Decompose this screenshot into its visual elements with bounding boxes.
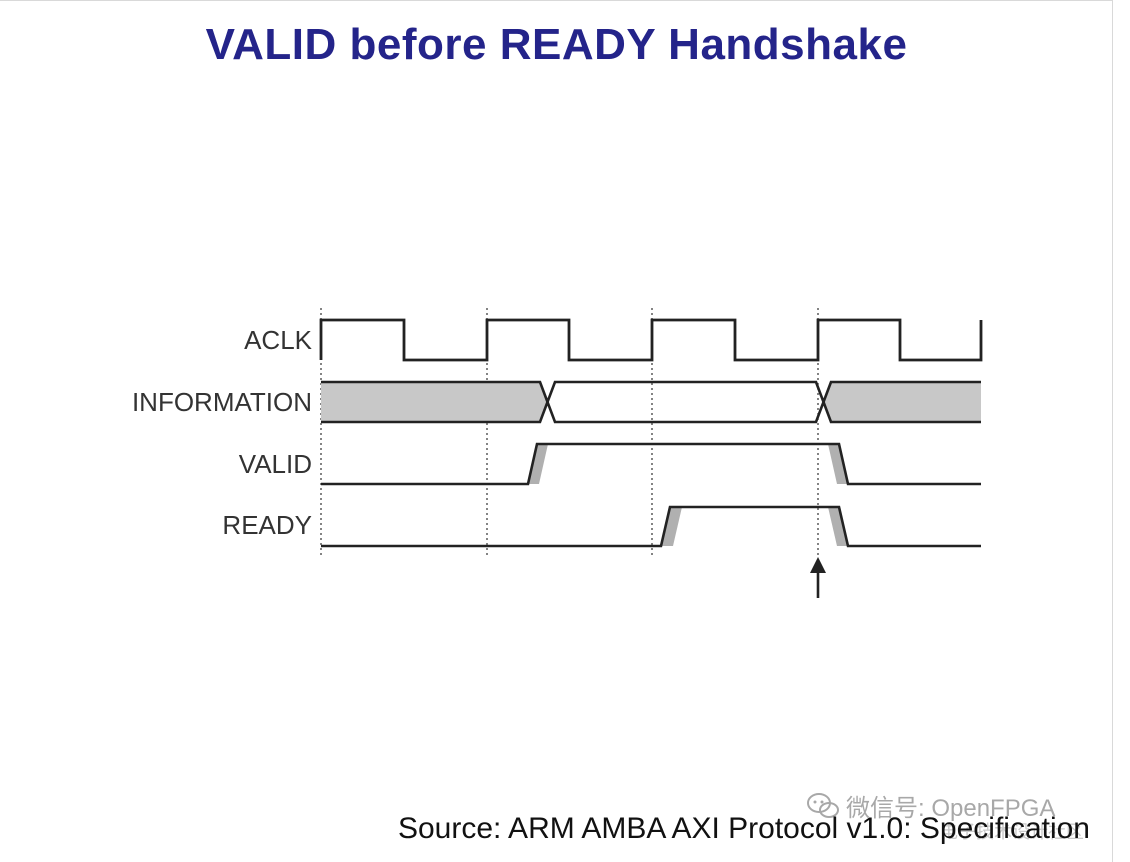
watermark-text: 微信号: OpenFPGA [846,795,1056,822]
ready-waveform [321,505,981,548]
signal-label-aclk: ACLK [244,325,313,355]
signal-label-valid: VALID [239,449,312,479]
watermark-subtext: 电子技术设计社区 [940,822,1084,842]
handshake-arrow-icon [810,557,826,598]
signal-label-information: INFORMATION [132,387,312,417]
aclk-waveform [319,318,983,362]
watermark: 微信号: OpenFPGA [806,788,1055,823]
ready-falling-edge [828,507,848,546]
slide-title: VALID before READY Handshake [205,20,908,69]
wechat-icon [807,792,839,818]
information-valid-data-2 [823,382,981,422]
valid-falling-edge [828,444,848,484]
source-citation: Source: ARM AMBA AXI Protocol v1.0: Spec… [397,812,1090,845]
valid-waveform [321,442,981,486]
signal-label-ready: READY [222,510,312,540]
information-waveform [321,380,981,424]
information-valid-data-1 [321,382,548,422]
ready-rising-edge [661,507,682,546]
valid-rising-edge [528,444,548,484]
